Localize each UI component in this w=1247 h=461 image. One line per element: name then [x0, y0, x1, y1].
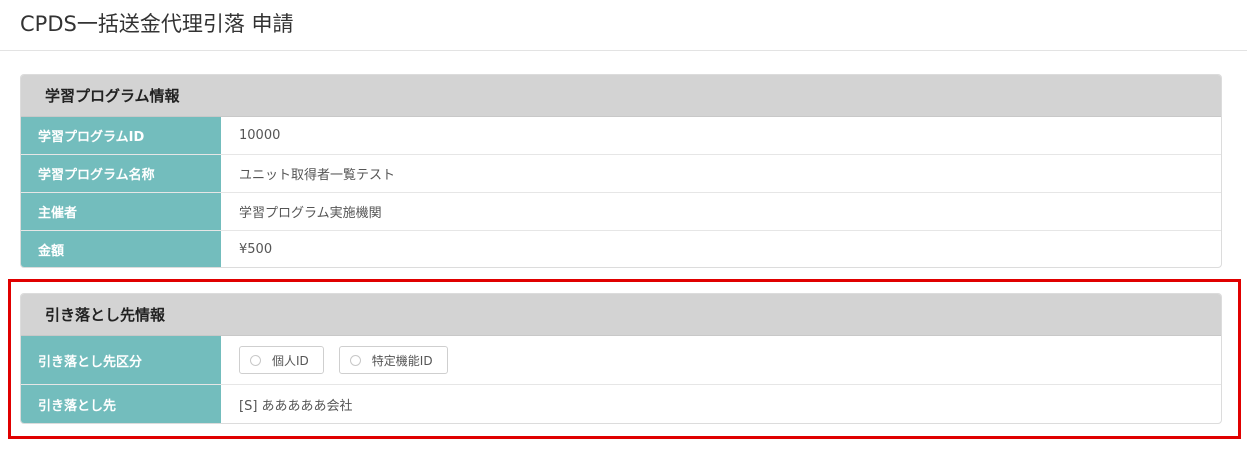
program-info-panel: 学習プログラム情報 学習プログラムID 10000 学習プログラム名称 ユニット…	[20, 74, 1222, 268]
program-name-label: 学習プログラム名称	[21, 155, 221, 192]
page-title: CPDS一括送金代理引落 申請	[20, 12, 294, 36]
program-id-value: 10000	[239, 128, 281, 143]
radio-special-function-id[interactable]: 特定機能ID	[338, 346, 448, 374]
program-name-value: ユニット取得者一覧テスト	[239, 168, 396, 183]
debit-info-panel: 引き落とし先情報 引き落とし先区分 個人ID 特定機能ID 引き落とし先 [S]…	[20, 293, 1222, 424]
amount-value: ¥500	[239, 242, 273, 257]
debit-target-value: [S] あああああ会社	[239, 399, 353, 414]
radio-circle-icon	[349, 354, 361, 366]
debit-target-label: 引き落とし先	[21, 385, 221, 423]
program-info-heading: 学習プログラム情報	[21, 75, 1221, 117]
radio-personal-id-label: 個人ID	[272, 353, 309, 368]
radio-circle-icon	[250, 354, 261, 366]
organizer-label: 主催者	[21, 193, 221, 230]
program-id-label: 学習プログラムID	[21, 117, 221, 154]
radio-personal-id[interactable]: 個人ID	[239, 346, 324, 374]
program-name-row: 学習プログラム名称 ユニット取得者一覧テスト	[21, 155, 1221, 193]
debit-type-row: 引き落とし先区分 個人ID 特定機能ID	[21, 336, 1221, 385]
organizer-row: 主催者 学習プログラム実施機関	[21, 193, 1221, 231]
debit-target-row: 引き落とし先 [S] あああああ会社	[21, 385, 1221, 423]
debit-type-options: 個人ID 特定機能ID	[221, 336, 1221, 384]
amount-row: 金額 ¥500	[21, 231, 1221, 267]
page-header: CPDS一括送金代理引落 申請	[0, 0, 1247, 51]
debit-type-label: 引き落とし先区分	[21, 336, 221, 384]
organizer-value: 学習プログラム実施機関	[239, 206, 382, 221]
program-id-row: 学習プログラムID 10000	[21, 117, 1221, 155]
amount-label: 金額	[21, 231, 221, 267]
debit-info-heading: 引き落とし先情報	[21, 294, 1221, 336]
radio-special-function-id-label: 特定機能ID	[371, 353, 433, 368]
